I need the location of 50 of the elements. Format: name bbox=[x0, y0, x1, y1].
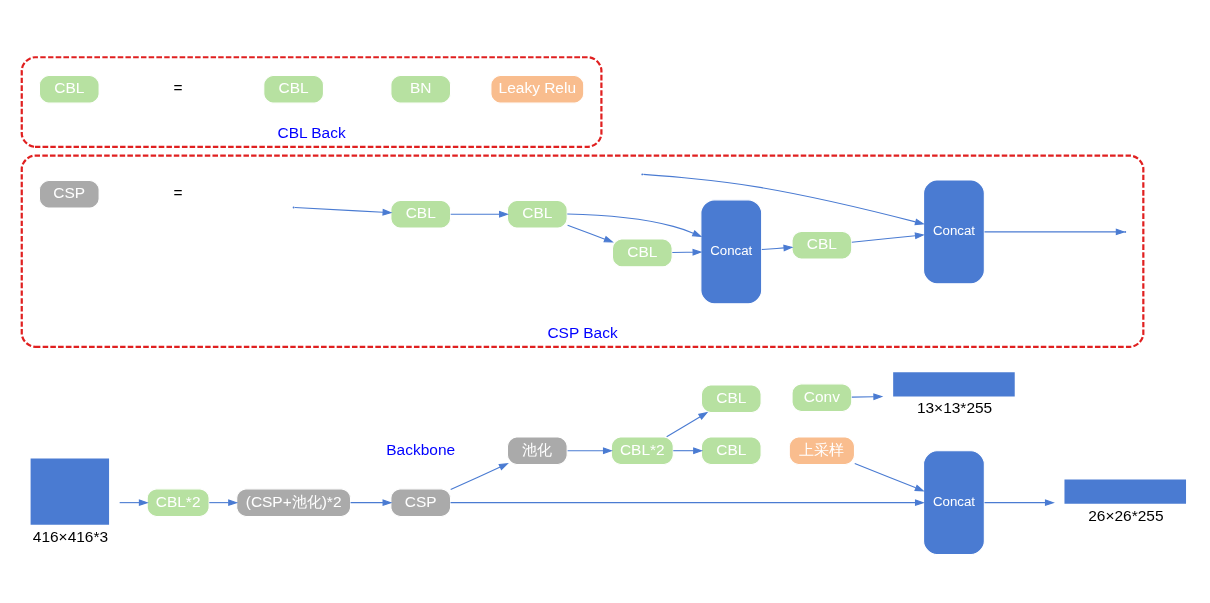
node-box: 上采样 bbox=[788, 436, 856, 466]
node-box: CBL bbox=[700, 436, 762, 466]
node-box: Leaky Relu bbox=[490, 74, 585, 104]
arrow bbox=[672, 447, 704, 455]
node-box: 池化 bbox=[506, 436, 568, 466]
node-box: Concat bbox=[923, 450, 985, 556]
arrow bbox=[450, 210, 510, 218]
node-box: CSP bbox=[38, 179, 100, 209]
arrow bbox=[642, 173, 925, 226]
node-box: Conv bbox=[791, 383, 853, 412]
node-label: 26×26*255 bbox=[1088, 506, 1164, 524]
node-box: CBL bbox=[700, 384, 762, 414]
node-box: CBL bbox=[263, 74, 324, 104]
arrow bbox=[666, 411, 709, 438]
node-box: CBL bbox=[506, 199, 568, 229]
node-box bbox=[1064, 479, 1187, 504]
arrow bbox=[671, 248, 703, 256]
node-box: CBL bbox=[791, 230, 853, 260]
arrow bbox=[450, 463, 509, 491]
arrow bbox=[119, 499, 149, 507]
arrow bbox=[450, 499, 925, 507]
arrow bbox=[983, 228, 1126, 236]
arrow bbox=[350, 499, 393, 507]
node-box: CBL bbox=[38, 74, 100, 104]
arrow bbox=[567, 447, 613, 455]
arrow bbox=[851, 393, 884, 401]
node-box: Concat bbox=[923, 179, 985, 285]
node-label: 416×416*3 bbox=[32, 527, 109, 545]
node-box: CBL*2 bbox=[146, 488, 210, 517]
node-box: CSP bbox=[390, 488, 452, 517]
arrow bbox=[294, 207, 393, 216]
label: Backbone bbox=[386, 440, 456, 458]
node-box: (CSP+池化)*2 bbox=[236, 488, 352, 517]
arrow bbox=[851, 232, 925, 243]
node-box: BN bbox=[390, 74, 452, 104]
arrow bbox=[566, 213, 703, 238]
arrow bbox=[567, 224, 614, 243]
arrow bbox=[854, 462, 925, 492]
node-box: CBL bbox=[611, 238, 673, 268]
node-box bbox=[893, 372, 1015, 397]
label: = bbox=[173, 184, 183, 202]
node-box: Concat bbox=[700, 199, 763, 305]
node-box: CBL bbox=[390, 199, 452, 229]
arrow bbox=[983, 499, 1055, 507]
node-box: CBL*2 bbox=[610, 436, 674, 466]
label: = bbox=[173, 79, 183, 97]
arrow bbox=[761, 244, 794, 252]
node-box bbox=[30, 458, 110, 525]
arrow bbox=[208, 499, 239, 507]
node-label: 13×13*255 bbox=[916, 399, 993, 417]
